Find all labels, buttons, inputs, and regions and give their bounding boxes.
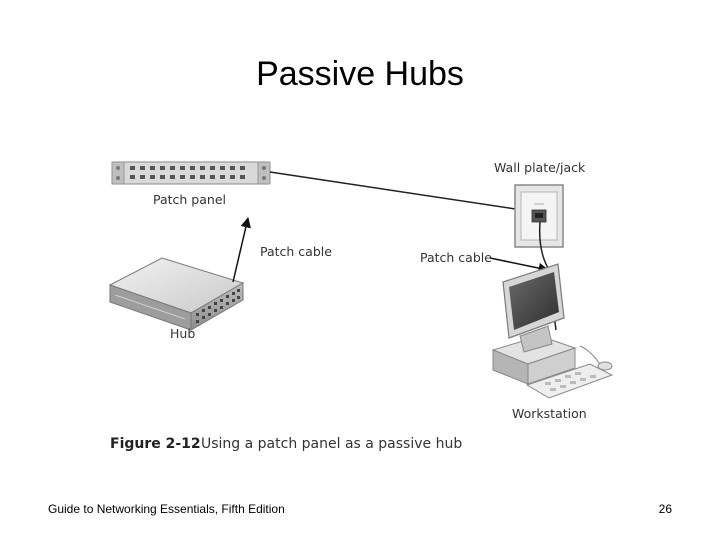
- label-patch-panel: Patch panel: [153, 192, 226, 207]
- patch-cable-right-arrow: [489, 257, 550, 274]
- label-patch-cable-right: Patch cable: [420, 250, 492, 265]
- label-workstation: Workstation: [512, 406, 587, 421]
- label-patch-cable-left: Patch cable: [260, 244, 332, 259]
- workstation-device: [491, 263, 614, 399]
- label-wall-plate: Wall plate/jack: [494, 160, 586, 175]
- wall-plate-device: [514, 184, 564, 248]
- label-hub: Hub: [170, 326, 195, 341]
- patch-panel-device: [111, 161, 271, 185]
- footer-page-number: 26: [658, 502, 672, 516]
- patch-cable-left-arrow: [232, 216, 251, 283]
- cable-panel-to-wall: [269, 171, 523, 211]
- hub-device: [108, 257, 245, 331]
- figure-caption-number: Figure 2-12: [110, 436, 201, 452]
- footer-book-title: Guide to Networking Essentials, Fifth Ed…: [48, 502, 285, 516]
- figure-caption-text: Using a patch panel as a passive hub: [201, 436, 462, 452]
- slide-title: Passive Hubs: [256, 55, 464, 93]
